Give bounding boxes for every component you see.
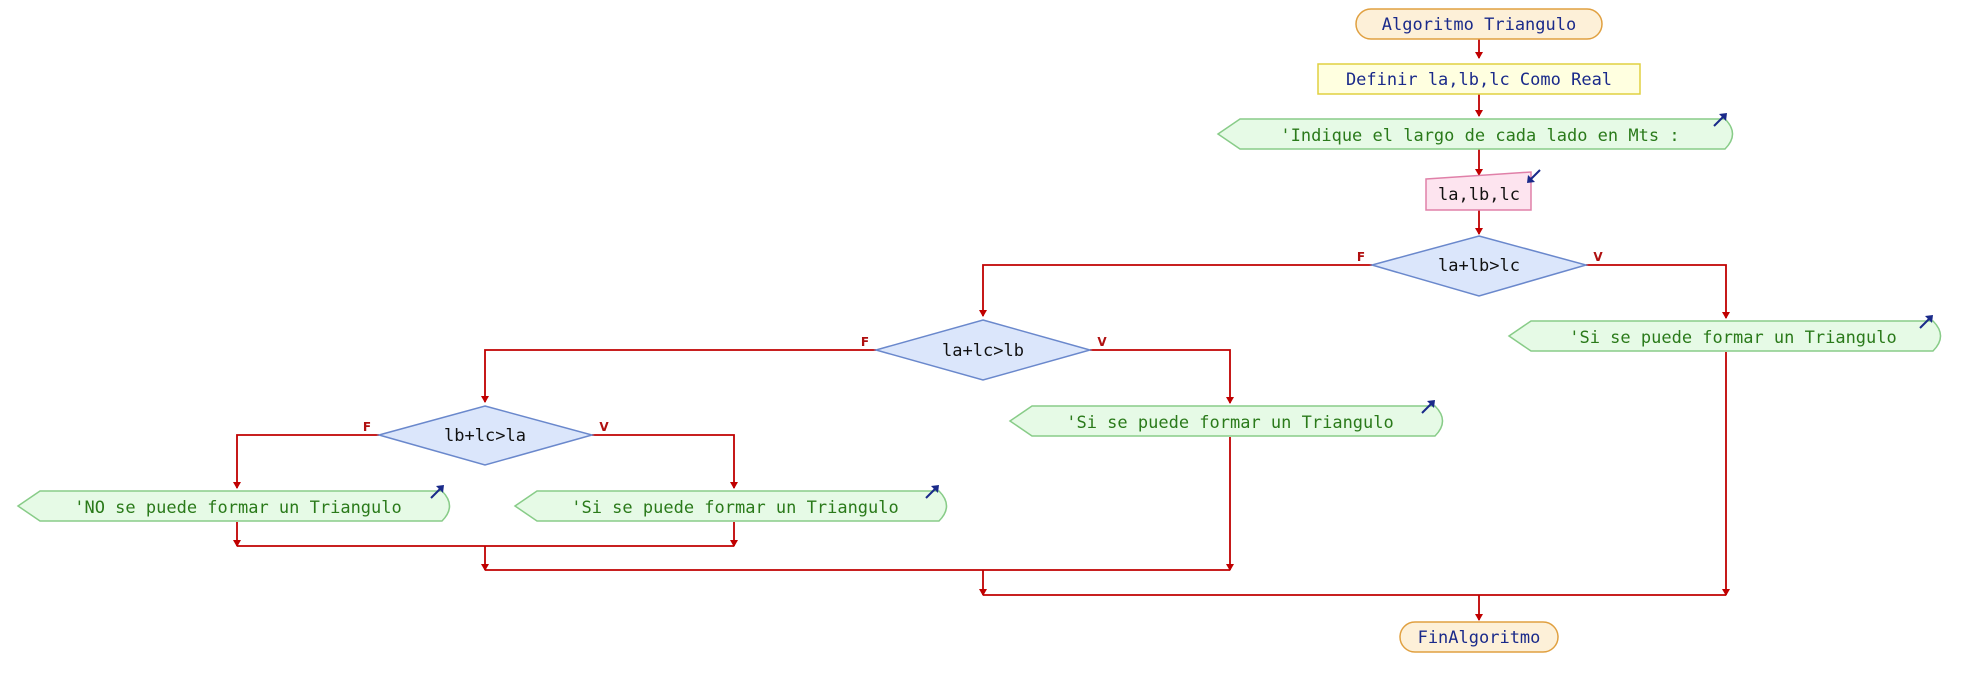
arrowhead xyxy=(1475,110,1483,117)
decision-1-false-label: F xyxy=(1357,250,1365,264)
decision-2: la+lc>lb F V xyxy=(861,319,1107,381)
decision-shape xyxy=(376,405,595,466)
arrowhead xyxy=(481,564,489,571)
arrowhead xyxy=(1475,52,1483,59)
decision-2-condition: la+lc>lb xyxy=(942,341,1024,361)
connector-line xyxy=(1090,349,1231,403)
output-no: 'NO se puede formar un Triangulo xyxy=(16,485,451,522)
arrowhead xyxy=(979,589,987,596)
output-yes-2-label: 'Si se puede formar un Triangulo xyxy=(1066,413,1394,433)
connector-line xyxy=(484,349,876,402)
connectors xyxy=(236,36,1727,620)
output-yes-3-label: 'Si se puede formar un Triangulo xyxy=(571,498,899,518)
terminal-shape xyxy=(1355,8,1603,40)
connector-line xyxy=(592,434,735,488)
connector-line xyxy=(236,434,379,488)
define-label: Definir la,lb,lc Como Real xyxy=(1346,70,1612,90)
output-yes-2: 'Si se puede formar un Triangulo xyxy=(1008,400,1444,437)
output-arrow-icon xyxy=(430,485,444,499)
start-label: Algoritmo Triangulo xyxy=(1382,15,1576,35)
arrowhead xyxy=(979,310,987,317)
arrowhead xyxy=(1722,589,1730,596)
arrowhead xyxy=(1475,614,1483,621)
arrowhead xyxy=(233,540,241,547)
decision-3-true-label: V xyxy=(599,420,609,434)
input-arrow-icon xyxy=(1527,169,1541,183)
define-process: Definir la,lb,lc Como Real xyxy=(1317,63,1641,95)
prompt-label: 'Indique el largo de cada lado en Mts : xyxy=(1280,126,1679,146)
arrowhead xyxy=(1226,397,1234,404)
arrowhead xyxy=(1226,564,1234,571)
connector-line xyxy=(982,264,1372,316)
connector-line xyxy=(1586,264,1727,318)
output-shape xyxy=(1008,405,1444,437)
arrowhead xyxy=(233,482,241,489)
decision-2-false-label: F xyxy=(861,335,869,349)
decision-1-condition: la+lb>lc xyxy=(1438,256,1520,276)
output-yes-1: 'Si se puede formar un Triangulo xyxy=(1507,315,1942,352)
prompt-output: 'Indique el largo de cada lado en Mts : xyxy=(1216,113,1734,150)
arrowhead xyxy=(481,396,489,403)
output-yes-3: 'Si se puede formar un Triangulo xyxy=(513,485,948,522)
decision-3-false-label: F xyxy=(363,420,371,434)
terminal-shape xyxy=(1399,621,1559,653)
arrowheads xyxy=(233,52,1730,621)
process-shape xyxy=(1317,63,1641,95)
output-arrow-icon xyxy=(1919,315,1933,329)
output-shape xyxy=(513,490,948,522)
decision-shape xyxy=(873,319,1093,381)
read-input: la,lb,lc xyxy=(1425,169,1541,211)
output-no-label: 'NO se puede formar un Triangulo xyxy=(74,498,402,518)
arrowhead xyxy=(1475,169,1483,176)
arrowhead xyxy=(730,482,738,489)
end-terminal: FinAlgoritmo xyxy=(1399,621,1559,653)
read-label: la,lb,lc xyxy=(1438,185,1520,205)
output-shape xyxy=(1507,320,1942,352)
decision-1: la+lb>lc F V xyxy=(1357,235,1603,297)
decision-1-true-label: V xyxy=(1593,250,1603,264)
input-shape xyxy=(1425,171,1532,211)
decision-2-true-label: V xyxy=(1097,335,1107,349)
output-arrow-icon xyxy=(925,485,939,499)
decision-3-condition: lb+lc>la xyxy=(444,426,526,446)
arrowhead xyxy=(1722,312,1730,319)
output-arrow-icon xyxy=(1421,400,1435,414)
arrowhead xyxy=(730,540,738,547)
decision-3: lb+lc>la F V xyxy=(363,405,609,466)
start-terminal: Algoritmo Triangulo xyxy=(1355,8,1603,40)
output-yes-1-label: 'Si se puede formar un Triangulo xyxy=(1569,328,1897,348)
end-label: FinAlgoritmo xyxy=(1418,628,1541,648)
decision-shape xyxy=(1369,235,1589,297)
arrowhead xyxy=(1475,228,1483,235)
output-arrow-icon xyxy=(1713,113,1727,127)
